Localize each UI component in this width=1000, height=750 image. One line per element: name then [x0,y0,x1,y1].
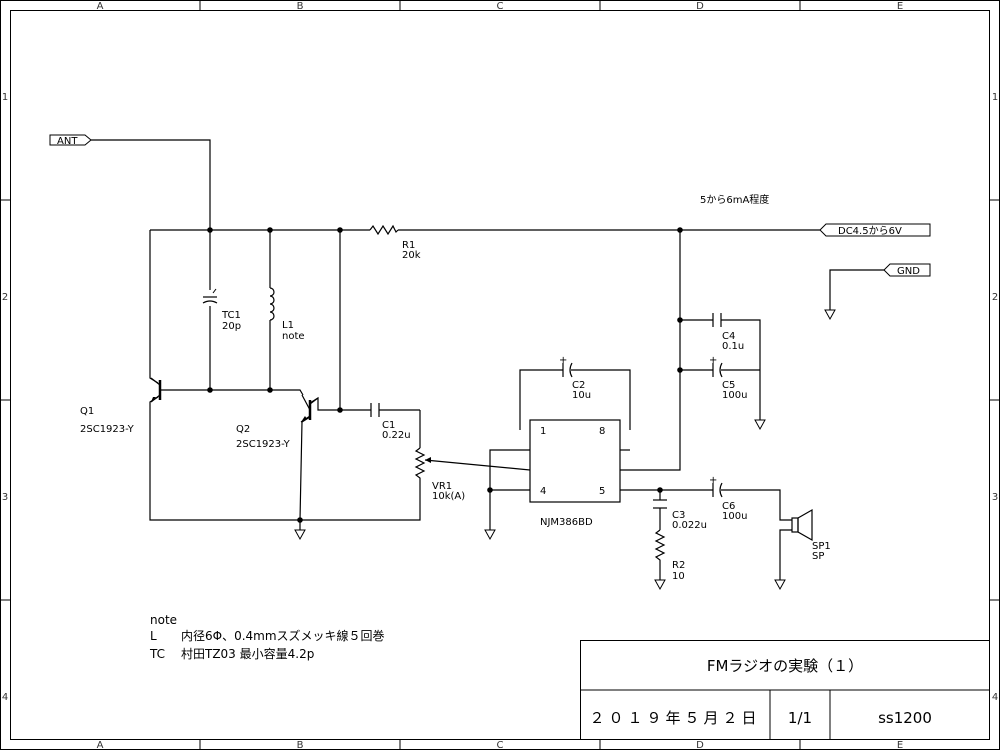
c5-ref: C5 [722,380,735,391]
l1-value: note [282,331,305,342]
gnd-port: GND [883,263,931,277]
title-block: FMラジオの実験（１） ２０１９年５月２日 1/1 ss1200 [580,640,990,740]
q2-value: 2SC1923-Y [236,439,291,450]
ic-name: NJM386BD [540,517,593,528]
notes-l-text: 内径6Φ、0.4mmスズメッキ線５回巻 [181,628,385,643]
c3-ref: C3 [672,510,685,521]
c1-ref: C1 [382,420,395,431]
inductor-l1: L1 note [269,287,305,342]
q2-ref: Q2 [236,424,250,435]
capacitor-c1: C1 0.22u [370,403,411,441]
row-label-1: 1 [2,92,8,103]
resistor-r1: R1 20k [369,224,421,261]
transistor-q2: Q2 2SC1923-Y [236,394,319,450]
column-label-d: D [696,1,704,12]
row-label-3-right: 3 [992,492,998,503]
row-label-4: 4 [2,692,8,703]
c4-ref: C4 [722,331,735,342]
r2-value: 10 [672,571,685,582]
wires [91,139,884,580]
notes-tc-text: 村田TZ03 最小容量4.2p [181,646,314,661]
dc-port: DC4.5から6V [819,223,931,237]
vr1-value: 10k(A) [432,491,465,502]
transistor-q1: Q1 2SC1923-Y [80,377,162,435]
r1-ref: R1 [402,240,415,251]
ic-pin5-label: 5 [599,486,605,497]
ic-pin4-label: 4 [540,486,546,497]
c3-value: 0.022u [672,520,707,531]
sp1-value: SP [812,551,824,562]
junctions [207,227,683,523]
notes-l-key: L [150,629,157,643]
l1-ref: L1 [282,320,294,331]
tc1-value: 20p [222,321,241,332]
c6-ref: C6 [722,501,735,512]
r1-value: 20k [402,250,421,261]
q1-ref: Q1 [80,406,94,417]
column-label-b-bottom: B [297,740,304,750]
row-label-2-right: 2 [992,292,998,303]
notes-title: note [150,613,177,627]
c6-value: 100u [722,511,747,522]
c6-plus-mark: + [709,475,717,486]
c2-value: 10u [572,390,591,401]
ant-port: ANT [49,134,92,147]
ic-pin8-label: 8 [599,426,605,437]
ground-symbols [294,309,836,591]
gnd-port-label: GND [897,266,920,277]
potentiometer-vr1: VR1 10k(A) [414,447,465,502]
speaker-sp1: SP1 SP [791,508,831,562]
c4-value: 0.1u [722,341,744,352]
c2-ref: C2 [572,380,585,391]
column-label-e-bottom: E [897,740,903,750]
resistor-r2: R2 10 [654,529,685,582]
drawing-author: ss1200 [878,709,932,727]
row-label-4-right: 4 [992,692,998,703]
row-label-1-right: 1 [992,92,998,103]
row-label-2: 2 [2,292,8,303]
column-label-a: A [97,1,104,12]
ant-port-label: ANT [57,136,78,147]
column-label-d-bottom: D [696,740,704,750]
q1-value: 2SC1923-Y [80,424,135,435]
capacitor-c2: + C2 10u [559,355,591,401]
drawing-title: FMラジオの実験（１） [707,657,863,675]
capacitor-c5: + C5 100u [709,355,747,401]
row-label-3: 3 [2,492,8,503]
column-label-a-bottom: A [97,740,104,750]
c2-plus-mark: + [559,355,567,366]
capacitor-c6: + C6 100u [709,475,747,522]
sp1-ref: SP1 [812,541,831,552]
ic-pin1-label: 1 [540,426,546,437]
c5-plus-mark: + [709,355,717,366]
column-label-e: E [897,1,903,12]
current-annotation: 5から6mA程度 [700,193,769,206]
c5-value: 100u [722,390,747,401]
notes-tc-key: TC [149,647,165,661]
dc-port-label: DC4.5から6V [838,225,902,237]
ic-njm386bd: 1 8 4 5 NJM386BD [529,419,621,528]
vr1-ref: VR1 [432,481,452,492]
capacitor-c3: C3 0.022u [653,499,707,531]
column-label-c-bottom: C [497,740,504,750]
trimmer-capacitor-tc1: TC1 20p [202,288,241,332]
r2-ref: R2 [672,560,685,571]
drawing-date: ２０１９年５月２日 [589,709,760,727]
sheet-number: 1/1 [788,709,812,727]
tc1-ref: TC1 [221,310,241,321]
notes-block: note L 内径6Φ、0.4mmスズメッキ線５回巻 TC 村田TZ03 最小容… [149,613,385,661]
capacitor-c4: C4 0.1u [712,313,744,352]
column-label-b: B [297,1,304,12]
c1-value: 0.22u [382,430,411,441]
column-label-c: C [497,1,504,12]
